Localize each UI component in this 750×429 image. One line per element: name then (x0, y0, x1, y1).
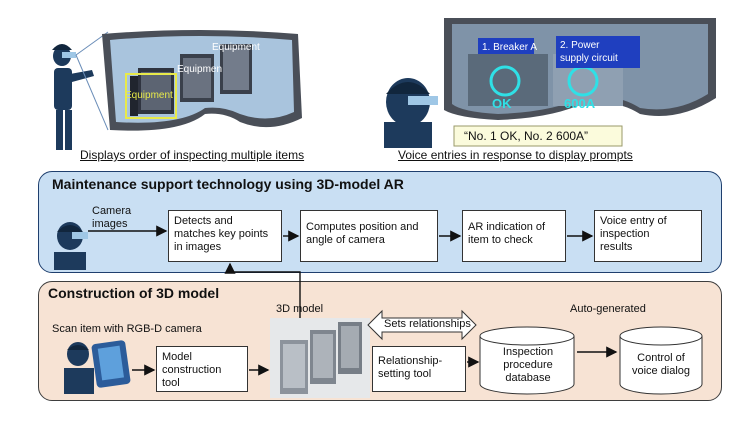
reading-ok: OK (492, 96, 512, 111)
top-left-caption: Displays order of inspecting multiple it… (80, 148, 305, 162)
top-right-illustration: 1. Breaker A 2. Power supply circuit OK … (384, 18, 716, 148)
equipment-cabinet-icon (280, 322, 362, 394)
sets-relationships-label: Sets relationships (384, 318, 471, 330)
reading-600a: 600A (564, 96, 596, 111)
worker-icon (52, 44, 94, 150)
ar-panel-title: Maintenance support technology using 3D-… (52, 176, 404, 192)
auto-generated-label: Auto-generated (570, 303, 646, 315)
smart-glasses-view-icon (102, 30, 302, 131)
overlay-label-3: Equipment (212, 42, 260, 53)
3d-model-image (270, 318, 370, 398)
tag-power-line2: supply circuit (560, 53, 618, 64)
camera-label-line1: Camera (92, 205, 132, 217)
model-label: 3D model (276, 303, 324, 315)
rgbd-camera-icon (64, 340, 131, 394)
voice-bubble: “No. 1 OK, No. 2 600A” (464, 129, 588, 143)
sets-relationships-arrow (367, 309, 477, 341)
scan-label: Scan item with RGB-D camera (52, 323, 202, 335)
voice-dialog-cylinder (619, 326, 703, 395)
worker-with-headset-icon (384, 78, 438, 148)
overlay-label-1: Equipment (125, 90, 173, 101)
camera-label-line2: images (92, 218, 128, 230)
tag-breaker-a: 1. Breaker A (482, 42, 537, 53)
database-cylinder-icon (479, 326, 575, 395)
overlay-label-2: Equipmen (177, 64, 222, 75)
model-panel-title: Construction of 3D model (48, 285, 220, 301)
camera-worker-icon (54, 222, 88, 270)
equipment-cabinet-icon (125, 44, 252, 119)
top-right-caption: Voice entries in response to display pro… (398, 148, 633, 162)
tag-power-line1: 2. Power (560, 40, 600, 51)
relationship-setting-tool: Relationship-setting tool (372, 346, 466, 392)
top-left-illustration: Equipment Equipmen Equipment (52, 30, 302, 150)
